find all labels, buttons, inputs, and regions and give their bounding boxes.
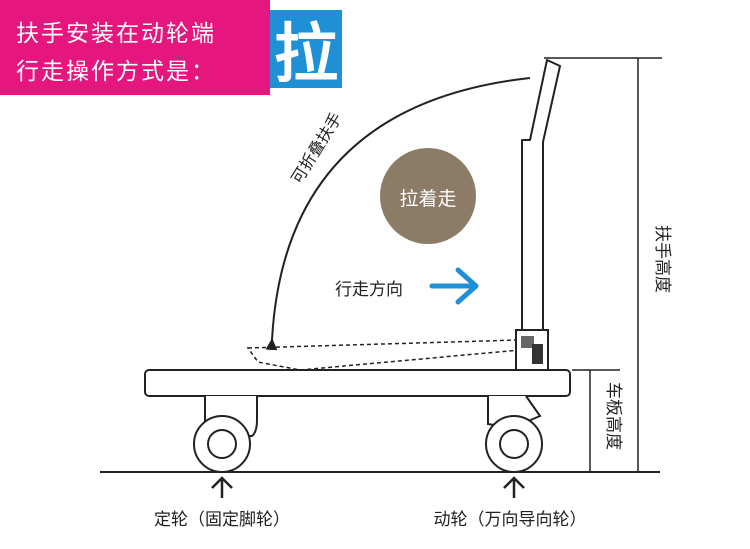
direction-arrow-icon [429,267,479,305]
fold-arc-arrow [265,77,531,351]
pull-char-badge: 拉 [270,10,342,92]
swivel-wheel-up-arrow-icon [503,476,525,498]
fixed-wheel-up-arrow-icon [211,476,233,498]
foldable-handle-label: 可折叠扶手 [287,109,346,187]
hinge-detail [521,336,534,348]
deck-height-label: 车板高度 [603,382,623,450]
fixed-wheel-label: 定轮（固定脚轮） [154,510,290,530]
hinge-lock [532,344,543,364]
direction-label: 行走方向 [335,280,403,300]
pull-walk-text: 拉着走 [399,188,456,210]
trolley-deck [144,369,571,397]
fixed-wheel [193,396,258,473]
swivel-wheel [485,395,543,473]
swivel-wheel-label: 动轮（万向导向轮） [434,510,587,530]
folded-handle-outline [246,339,521,371]
title-banner: 扶手安装在动轮端 行走操作方式是： [0,0,270,95]
pull-walk-badge [380,148,476,244]
banner-title-line2: 行走操作方式是： [16,59,216,85]
upright-handle [521,59,561,331]
handle-height-label: 扶手高度 [652,225,672,293]
banner-title-line1: 扶手安装在动轮端 [16,21,216,47]
